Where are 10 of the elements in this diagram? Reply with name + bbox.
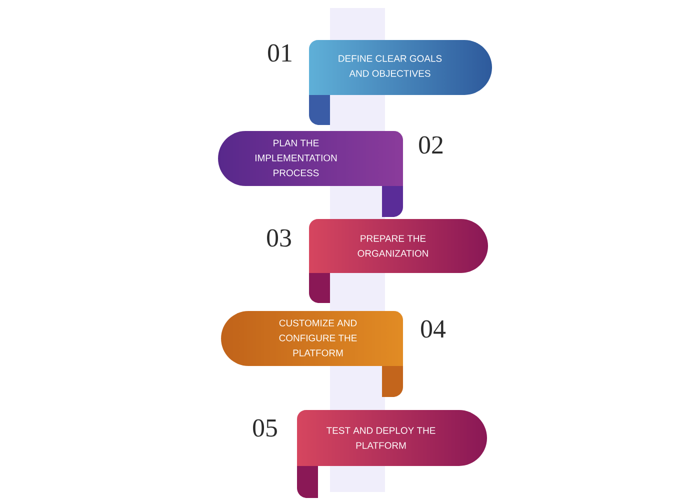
step-number: 04 <box>421 320 446 338</box>
ribbon-banner: TEST AND DEPLOY THE PLATFORM <box>297 410 487 498</box>
step-number: 02 <box>419 136 443 154</box>
ribbon-banner: DEFINE CLEAR GOALS AND OBJECTIVES <box>309 40 492 125</box>
step-number: 03 <box>267 229 291 247</box>
step-number: 01 <box>268 44 292 62</box>
ribbon-banner: PLAN THE IMPLEMENTATION PROCESS <box>218 130 403 217</box>
ribbon-banner: PREPARE THE ORGANIZATION <box>309 218 488 303</box>
step-number: 05 <box>253 419 277 437</box>
ribbon-banner: CUSTOMIZE AND CONFIGURE THE PLATFORM <box>221 310 403 397</box>
